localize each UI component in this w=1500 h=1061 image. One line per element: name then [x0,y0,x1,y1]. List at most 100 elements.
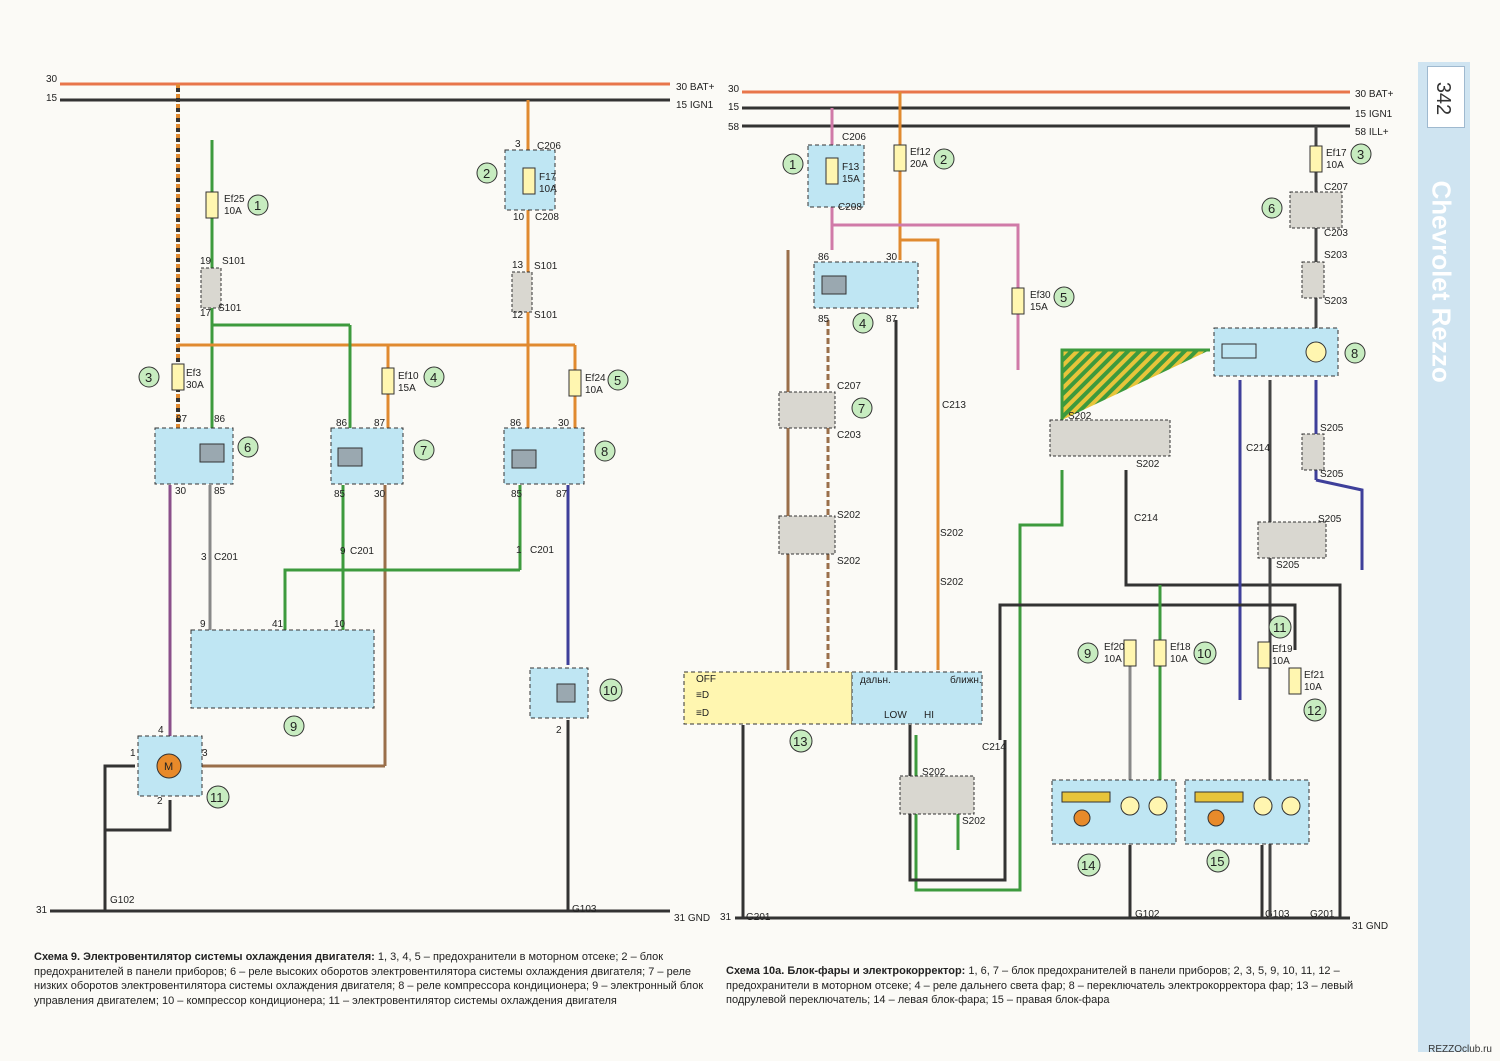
rail-label: 31 GND [674,913,710,924]
fuse [1309,145,1323,173]
callout-number: 1 [254,198,261,213]
callout-number: 9 [1084,646,1091,661]
rail-label: 31 [36,905,48,916]
connector-label: S202 [837,510,861,521]
fuse-id: Ef24 [585,373,606,384]
fuse-amp: 10A [539,184,557,195]
fuse [1123,639,1137,667]
connector-label: C201 [214,552,238,563]
connector-label: C201 [530,545,554,556]
wire [103,764,135,911]
clutch-coil [556,683,576,703]
relay-pin: 87 [886,314,898,325]
rail-label: 15 [46,93,58,104]
pin-label: 12 [512,310,524,321]
fuse-amp: 10A [1170,654,1188,665]
connector-label: C213 [942,400,966,411]
scheme9: 30 15 30 BAT+ 15 IGN1 31 31 GND G102 G10… [36,74,715,924]
callout-number: 8 [1351,346,1358,361]
fuse-id: Ef10 [398,371,419,382]
pin-label: 2 [556,725,562,736]
connector-label: C208 [535,212,559,223]
corrector-motor-bar [1061,791,1111,803]
light-switch-left [683,671,853,725]
callout-number: 3 [1357,147,1364,162]
rail-label: 15 IGN1 [1355,109,1393,120]
connector-label: S203 [1324,296,1348,307]
connector-box-6 [1289,191,1343,229]
connector-box-7 [778,391,836,429]
fuse-id: Ef12 [910,147,931,158]
relay-coil [511,449,537,469]
pin-label: 1 [130,748,136,759]
rail-label: 31 GND [1352,921,1388,932]
pin-label: 3 [202,748,208,759]
fuse-id: Ef21 [1304,670,1325,681]
connector [200,267,222,309]
callouts: 1 2 3 4 5 6 7 8 9 10 11 [138,162,629,809]
motor-label: M [164,761,173,773]
switch-state: ≡D [696,708,709,719]
relay-pin: 85 [818,314,830,325]
light-switch-right [851,671,983,725]
relay-pin: 86 [510,418,522,429]
connector-label: S202 [837,556,861,567]
relay-coil [821,275,847,295]
fuse-amp: 15A [1030,302,1048,313]
bulb-icon [1120,796,1140,816]
relay-pin: 87 [374,418,386,429]
connector-label: S101 [218,303,242,314]
switch-state: OFF [696,674,716,685]
connector [511,271,533,313]
scheme10: 30 15 58 30 BAT+ 15 IGN1 58 ILL+ 31 31 G… [683,84,1394,932]
rail-label: 31 [720,912,732,923]
connector-label: S205 [1320,469,1344,480]
caption-title: Схема 10а. Блок-фары и электрокорректор: [726,965,966,977]
relay-coil [199,443,225,463]
wire [1315,478,1364,570]
pin-label: 19 [200,256,212,267]
fuse [381,367,395,395]
fuse-amp: 20A [910,159,928,170]
motor-icon [1073,809,1091,827]
connector-label: S101 [222,256,246,267]
connector-label: C203 [1324,228,1348,239]
rail-label: 30 [46,74,58,85]
connector-label: C207 [837,381,861,392]
fuse-amp: 10A [224,206,242,217]
pin-label: 3 [201,552,207,563]
callout-number: 2 [940,152,947,167]
callout-number: 7 [420,443,427,458]
wire [1060,348,1210,420]
connector-label: C214 [1134,513,1158,524]
fan-motor-icon [156,753,182,779]
relay-pin: 85 [214,486,226,497]
fuse-amp: 10A [585,385,603,396]
caption-text: 1, 3, 4, 5 – предохранители в моторном о… [34,951,704,1007]
connector-label: C208 [838,202,862,213]
connector-label: S202 [1068,411,1092,422]
connector-label: C201 [350,546,374,557]
relay-pin: 30 [886,252,898,263]
relay-pin: 86 [818,252,830,263]
ground-label: G103 [572,904,597,915]
relay-pin: 86 [214,414,226,425]
fuse [205,191,219,219]
callout-number: 11 [1273,620,1287,635]
rail-label: 30 BAT+ [1355,89,1394,100]
connector [1049,419,1171,457]
relay-pin: 30 [374,489,386,500]
wire [105,800,172,832]
callout-number: 5 [614,373,621,388]
connector-label: S205 [1318,514,1342,525]
connector [778,515,836,555]
connector-label: C207 [1324,182,1348,193]
fuse [568,369,582,397]
page-number-box: 342 [1427,66,1465,128]
relay-pin: 87 [556,489,568,500]
switch-state: ≡D [696,690,709,701]
connector-label: S202 [922,767,946,778]
pin-label: 41 [272,619,284,630]
sidebar-band [1418,62,1470,1052]
switch-label: ближн. [950,674,982,686]
